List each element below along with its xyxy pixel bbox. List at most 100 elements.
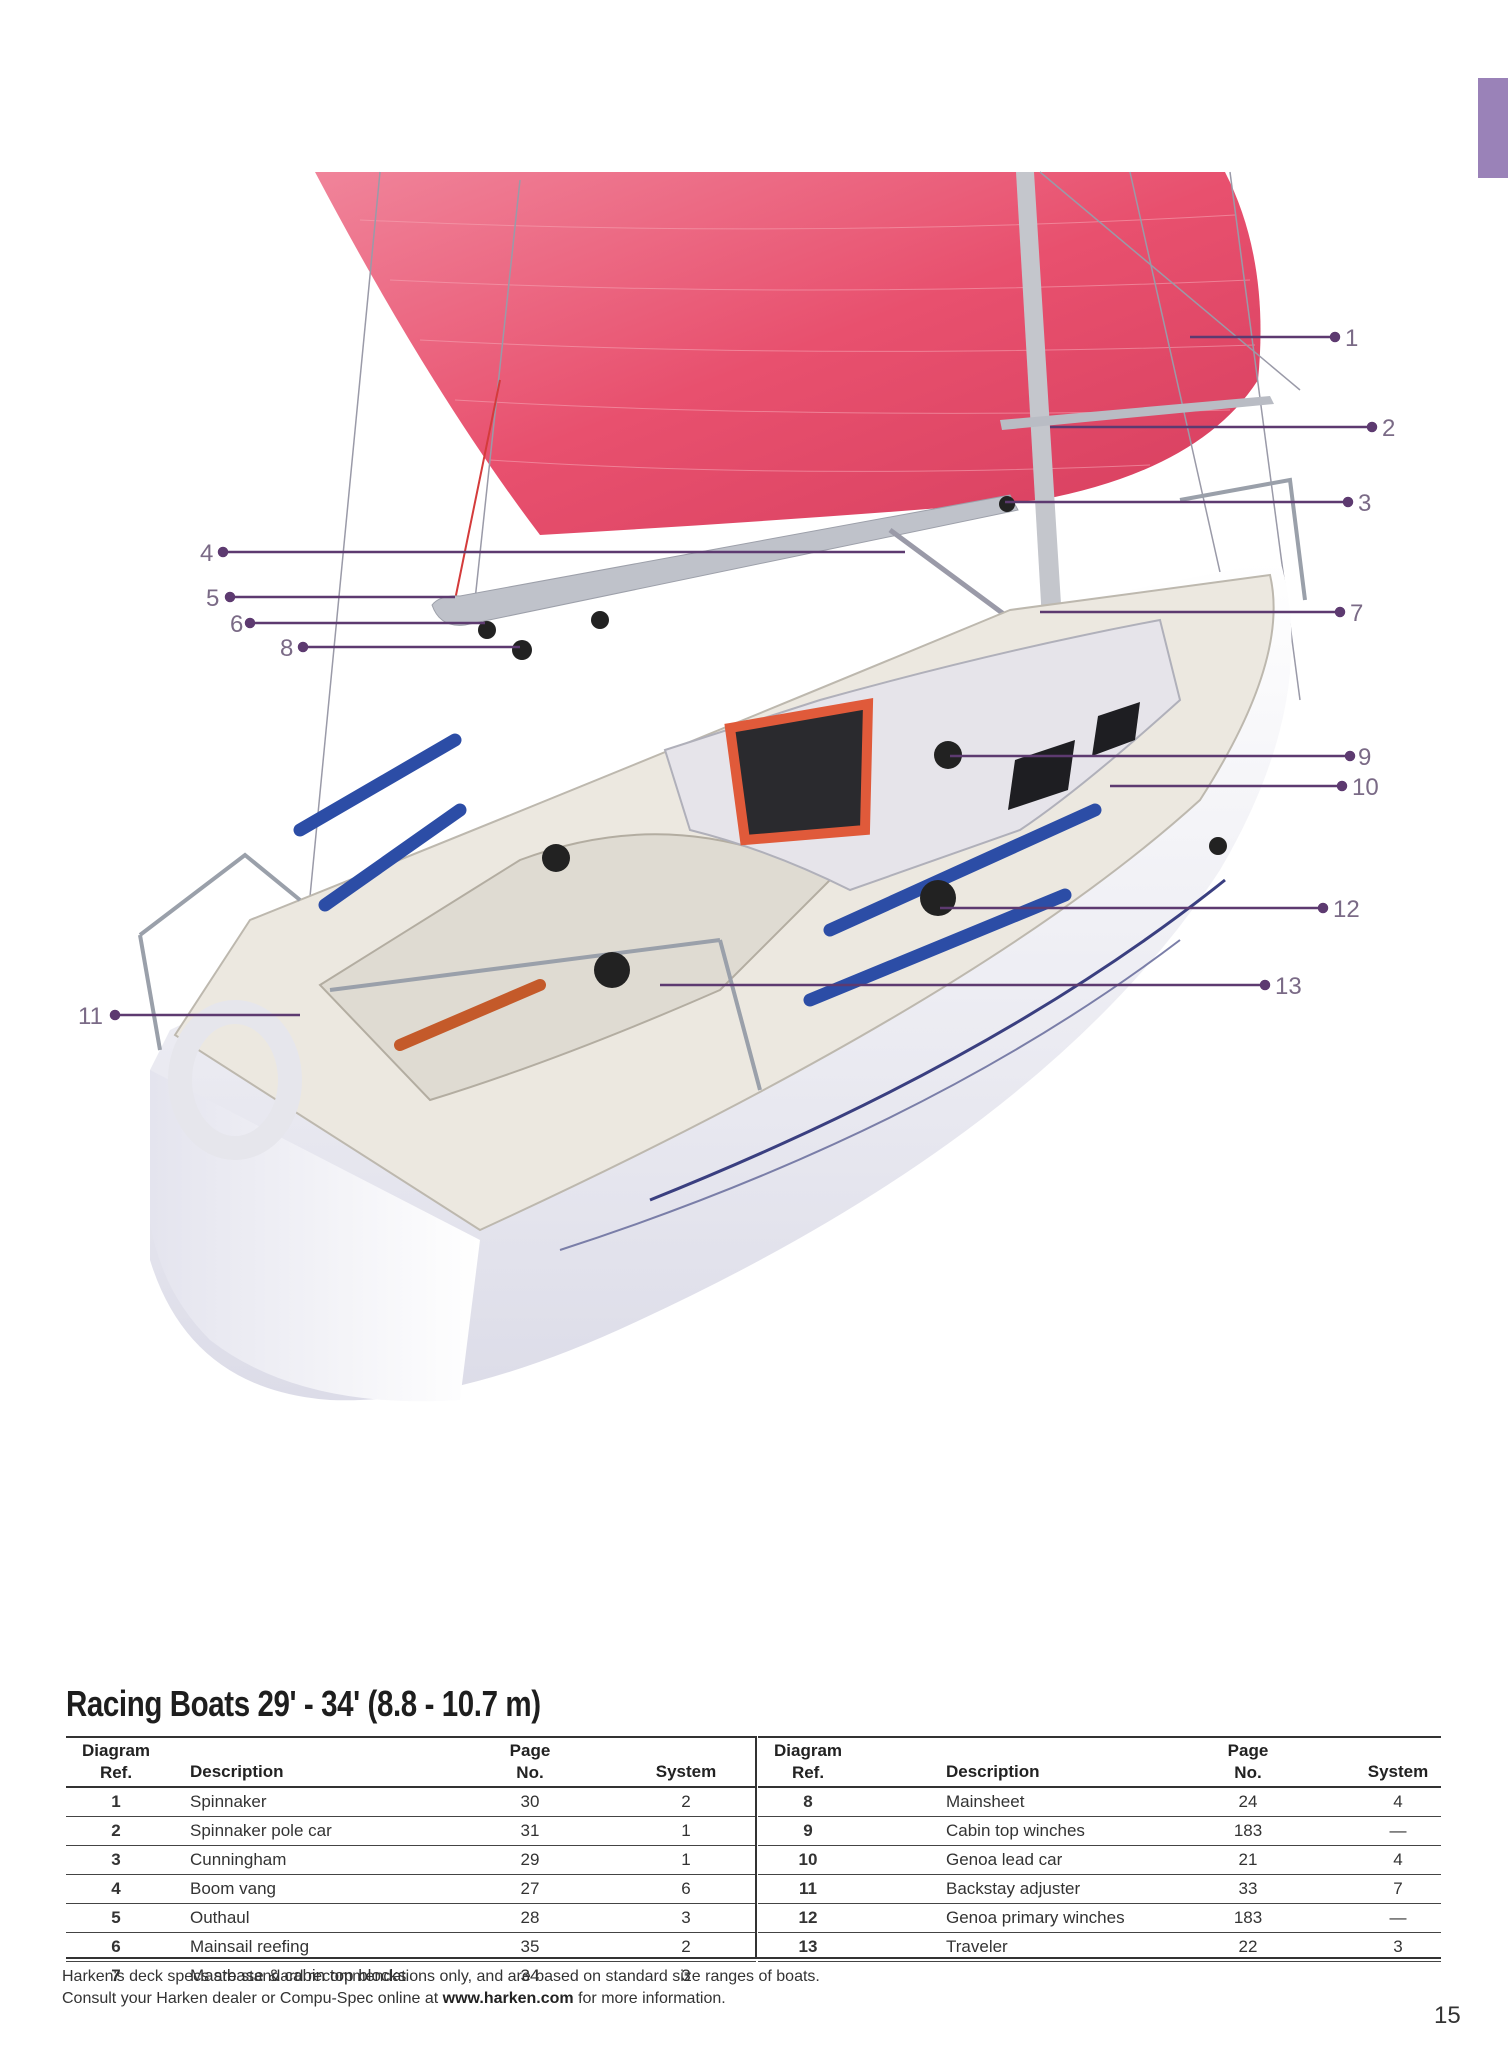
cell-page: 27	[520, 1879, 540, 1898]
cell-system: 3	[681, 1908, 691, 1927]
deck-layout-diagram: 1 2 3 4 5 6 7 8 9 10 11 12 13	[78, 171, 1395, 1402]
cell-page: 31	[520, 1821, 540, 1840]
cell-system: 1	[681, 1821, 691, 1840]
cell-ref: 2	[111, 1821, 121, 1840]
callout-label-4: 4	[200, 540, 213, 567]
header-page-line2: No.	[516, 1763, 544, 1782]
cell-page: 183	[1233, 1821, 1263, 1840]
cell-system: 2	[681, 1937, 691, 1956]
callout-label-3: 3	[1358, 490, 1371, 517]
header-system: System	[1367, 1762, 1429, 1781]
cell-page: 30	[520, 1792, 540, 1811]
companionway	[724, 698, 874, 846]
cell-ref: 9	[803, 1821, 813, 1840]
cell-system: 3	[681, 1966, 691, 1985]
table-row: 4 Boom vang 27 6	[66, 1875, 756, 1904]
cell-system: —	[1389, 1821, 1407, 1840]
cell-page: 22	[1238, 1937, 1258, 1956]
spinnaker-sail	[315, 172, 1261, 535]
cell-page: 21	[1238, 1850, 1258, 1869]
callout-label-5: 5	[206, 585, 219, 612]
table-row: 11 Backstay adjuster 33 7	[758, 1875, 1441, 1904]
callout-label-11: 11	[78, 1003, 103, 1030]
cell-page: 34	[520, 1966, 540, 1985]
cell-description: Mastbase & cabin top blocks	[190, 1966, 407, 1985]
cell-ref: 12	[798, 1908, 818, 1927]
callout-label-10: 10	[1352, 774, 1379, 801]
cell-description: Cabin top winches	[946, 1821, 1085, 1840]
cell-system: 1	[681, 1850, 691, 1869]
footnote-line-2: Consult your Harken dealer or Compu-Spec…	[62, 1988, 820, 2010]
callout-label-13: 13	[1275, 973, 1302, 1000]
mast	[1016, 172, 1062, 620]
table-row: 1 Spinnaker 30 2	[66, 1788, 756, 1817]
cell-description: Mainsheet	[946, 1792, 1025, 1811]
header-page-line2: No.	[1234, 1763, 1262, 1782]
table-row: 6 Mainsail reefing 35 2	[66, 1933, 756, 1962]
header-ref-line1: Diagram	[81, 1741, 151, 1760]
cell-ref: 4	[111, 1879, 121, 1898]
header-page-line1: Page	[1227, 1741, 1269, 1760]
cell-page: 24	[1238, 1792, 1258, 1811]
callout-label-2: 2	[1382, 415, 1395, 442]
cell-page: 33	[1238, 1879, 1258, 1898]
footnote-line-1: Harken's deck specs are standard recomme…	[62, 1968, 820, 1985]
cell-system: 4	[1393, 1792, 1403, 1811]
cell-ref: 11	[799, 1879, 817, 1898]
table-row: 9 Cabin top winches 183 —	[758, 1817, 1441, 1846]
cell-system: 7	[1393, 1879, 1403, 1898]
cell-ref: 10	[798, 1850, 818, 1869]
cell-description: Cunningham	[190, 1850, 287, 1869]
table-bottom-rule	[66, 1957, 1441, 1959]
callout-label-1: 1	[1345, 325, 1358, 352]
cell-description: Genoa lead car	[946, 1850, 1063, 1869]
cell-description: Mainsail reefing	[190, 1937, 310, 1956]
harken-website-link[interactable]: www.harken.com	[442, 1990, 574, 2007]
table-divider	[755, 1736, 757, 1958]
header-ref-line1: Diagram	[773, 1741, 843, 1760]
cell-page: 183	[1233, 1908, 1263, 1927]
cell-ref: 3	[111, 1850, 121, 1869]
cell-description: Spinnaker	[190, 1792, 267, 1811]
cell-ref: 6	[111, 1937, 121, 1956]
callout-label-7: 7	[1350, 600, 1363, 627]
cell-ref: 1	[111, 1792, 121, 1811]
header-ref-line2: Ref.	[791, 1763, 825, 1782]
header-ref-line2: Ref.	[99, 1763, 133, 1782]
callout-label-9: 9	[1358, 744, 1371, 771]
section-title: Racing Boats 29' - 34' (8.8 - 10.7 m)	[66, 1683, 541, 1724]
header-page-line1: Page	[509, 1741, 551, 1760]
cell-description: Boom vang	[190, 1879, 276, 1898]
cell-description: Backstay adjuster	[946, 1879, 1081, 1898]
cell-description: Spinnaker pole car	[190, 1821, 332, 1840]
cell-page: 35	[520, 1937, 540, 1956]
footnote: Harken's deck specs are standard recomme…	[62, 1966, 820, 2010]
header-description: Description	[946, 1762, 1040, 1781]
footnote-suffix: for more information.	[573, 1990, 726, 2007]
cell-system: 6	[681, 1879, 691, 1898]
callout-label-12: 12	[1333, 896, 1360, 923]
table-row: 2 Spinnaker pole car 31 1	[66, 1817, 756, 1846]
section-tab-marker	[1478, 78, 1508, 178]
cell-page: 28	[520, 1908, 540, 1927]
cell-system: 2	[681, 1792, 691, 1811]
life-ring	[168, 1000, 302, 1160]
cell-description: Genoa primary winches	[946, 1908, 1125, 1927]
header-description: Description	[190, 1762, 284, 1781]
cell-description: Outhaul	[190, 1908, 250, 1927]
